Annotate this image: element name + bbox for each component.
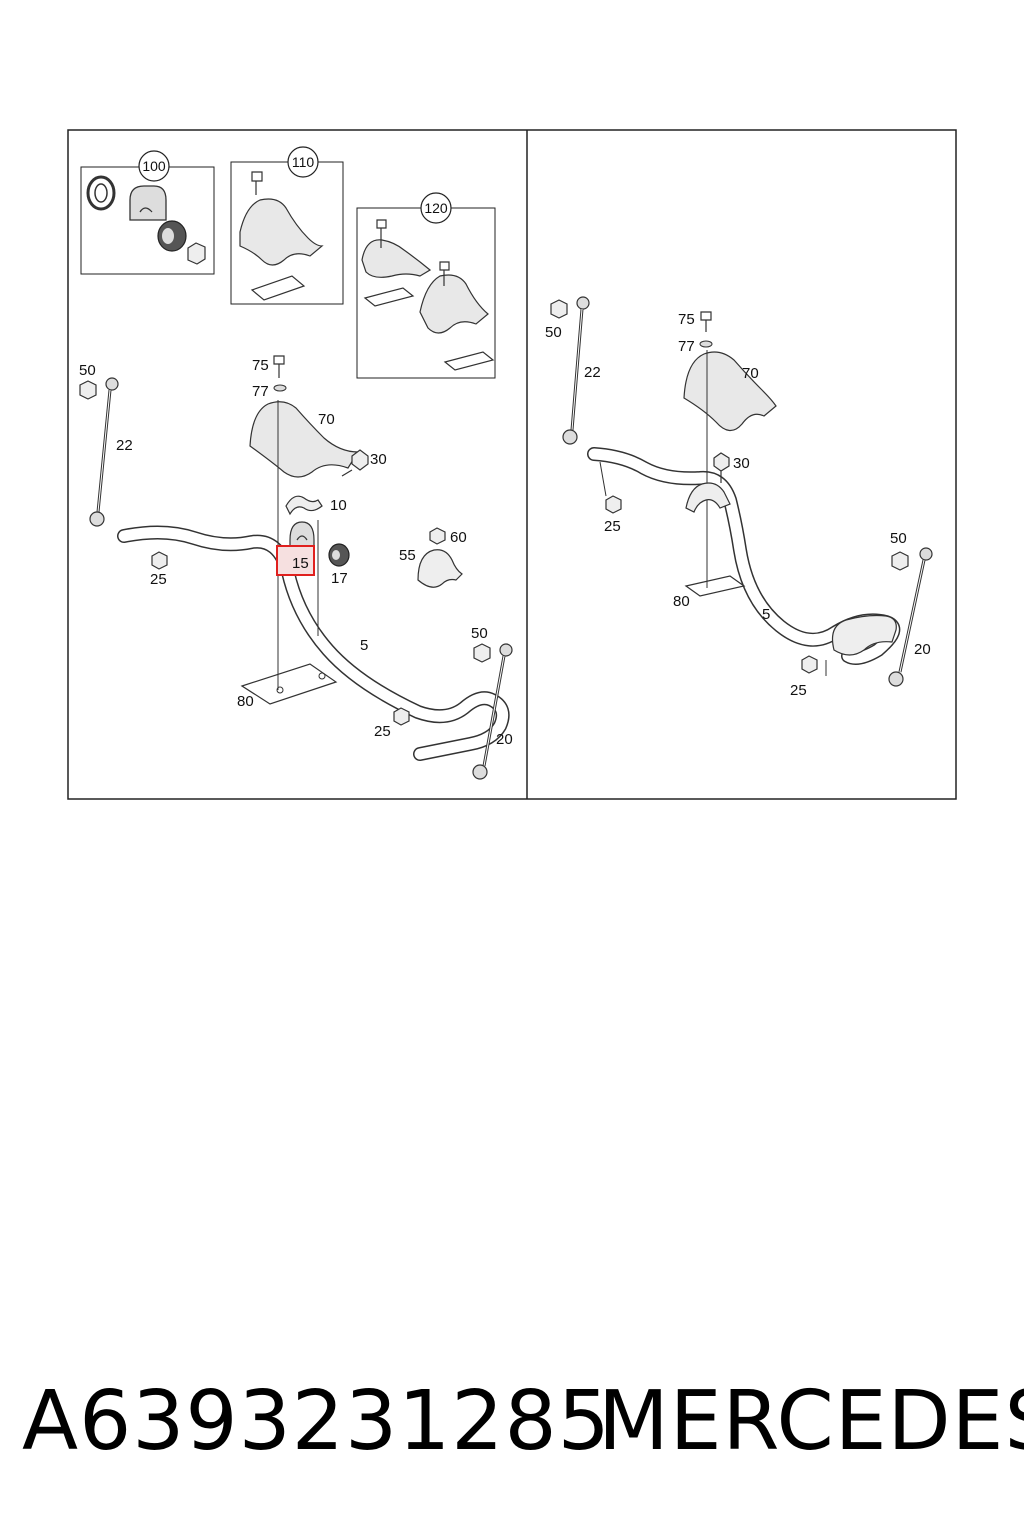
stabilizer-bar-5 (117, 525, 510, 761)
stabilizer-link-20 (472, 643, 513, 780)
group-120-callout[interactable] (420, 192, 452, 224)
highlighted-part-box[interactable] (276, 545, 315, 576)
group-120-box: 120 (356, 192, 496, 379)
left-panel: 100 110 120 (79, 146, 513, 780)
bracket-icon (831, 614, 897, 656)
callout-80: 80 (673, 593, 690, 610)
mounting-plate-80-icon (240, 663, 338, 705)
callout-25-lower: 25 (374, 723, 391, 740)
brand-name: MERCEDES (598, 1374, 1024, 1469)
callout-60: 60 (450, 529, 467, 546)
bushing-half-icon (129, 185, 167, 221)
nut-icon (79, 380, 97, 400)
bolt-icon (700, 311, 712, 332)
callout-15: 15 (292, 555, 309, 572)
nut-icon (550, 299, 568, 319)
group-110-box: 110 (230, 146, 344, 305)
callout-20: 20 (496, 731, 513, 748)
callout-25-lower: 25 (790, 682, 807, 699)
heat-shield-70 (249, 355, 360, 690)
mounting-plate-icon (363, 287, 415, 307)
bolt-30-icon (713, 452, 730, 483)
callout-50: 50 (545, 324, 562, 341)
bracket-icon (361, 239, 432, 278)
callout-50-lower: 50 (471, 625, 488, 642)
nut-icon (891, 551, 909, 571)
nut-25-icon (151, 551, 168, 570)
nut-60-icon (429, 527, 446, 545)
mounting-plate-icon (250, 275, 306, 301)
callout-55: 55 (399, 547, 416, 564)
bracket-55-icon (417, 549, 463, 588)
clamp-10-icon (285, 495, 323, 516)
nut-25-lower-icon (393, 707, 410, 726)
group-120-label: 120 (424, 200, 448, 216)
bolt-30-icon (341, 449, 369, 477)
washer-icon (699, 340, 713, 348)
callout-70: 70 (318, 411, 335, 428)
callout-30: 30 (733, 455, 750, 472)
clamp-icon (685, 482, 731, 513)
callout-77: 77 (678, 338, 695, 355)
heat-shield-icon (239, 198, 324, 266)
callout-22: 22 (116, 437, 133, 454)
callout-75: 75 (252, 357, 269, 374)
caption-bar: A6393231285 MERCEDES (0, 1372, 1024, 1472)
group-100-label: 100 (142, 158, 166, 174)
stabilizer-link-22 (79, 377, 119, 527)
callout-5: 5 (762, 606, 770, 623)
stabilizer-link-22-right (550, 296, 590, 445)
callout-80: 80 (237, 693, 254, 710)
heat-shield-70-right (683, 311, 777, 588)
nut-icon (473, 643, 491, 663)
callout-30: 30 (370, 451, 387, 468)
nut-25-lower-icon (801, 655, 818, 674)
bolt-icon (439, 261, 450, 286)
callout-50: 50 (79, 362, 96, 379)
callout-5: 5 (360, 637, 368, 654)
nut-25-icon (605, 495, 622, 514)
callout-50-lower: 50 (890, 530, 907, 547)
callout-17: 17 (331, 570, 348, 587)
group-100-callout[interactable] (138, 150, 170, 182)
callout-22: 22 (584, 364, 601, 381)
bolt-icon (376, 219, 387, 248)
group-110-label: 110 (292, 154, 315, 170)
callout-70: 70 (742, 365, 759, 382)
parts-diagram: 100 110 120 (67, 129, 957, 800)
callout-25-upper: 25 (604, 518, 621, 535)
group-100-box: 100 (80, 150, 215, 275)
callout-10: 10 (330, 497, 347, 514)
nut-icon (187, 242, 206, 265)
group-110-callout[interactable] (287, 146, 319, 178)
heat-shield-icon (419, 274, 489, 334)
right-panel: 50 22 75 77 70 30 25 80 5 50 20 25 (545, 296, 933, 699)
stabilizer-link-20-right (888, 547, 933, 687)
washer-icon (273, 384, 287, 392)
callout-77: 77 (252, 383, 269, 400)
mounting-plate-icon (443, 351, 495, 371)
bushing-15-icon (289, 521, 315, 547)
callout-20: 20 (914, 641, 931, 658)
bushing-ring-icon (86, 175, 116, 211)
callout-75: 75 (678, 311, 695, 328)
diagram-frame (67, 129, 957, 800)
bolt-icon (273, 355, 285, 378)
part-number: A6393231285 (22, 1374, 611, 1469)
mounting-plate-80-icon (684, 575, 746, 597)
callout-25-upper: 25 (150, 571, 167, 588)
bolt-icon (251, 171, 263, 195)
